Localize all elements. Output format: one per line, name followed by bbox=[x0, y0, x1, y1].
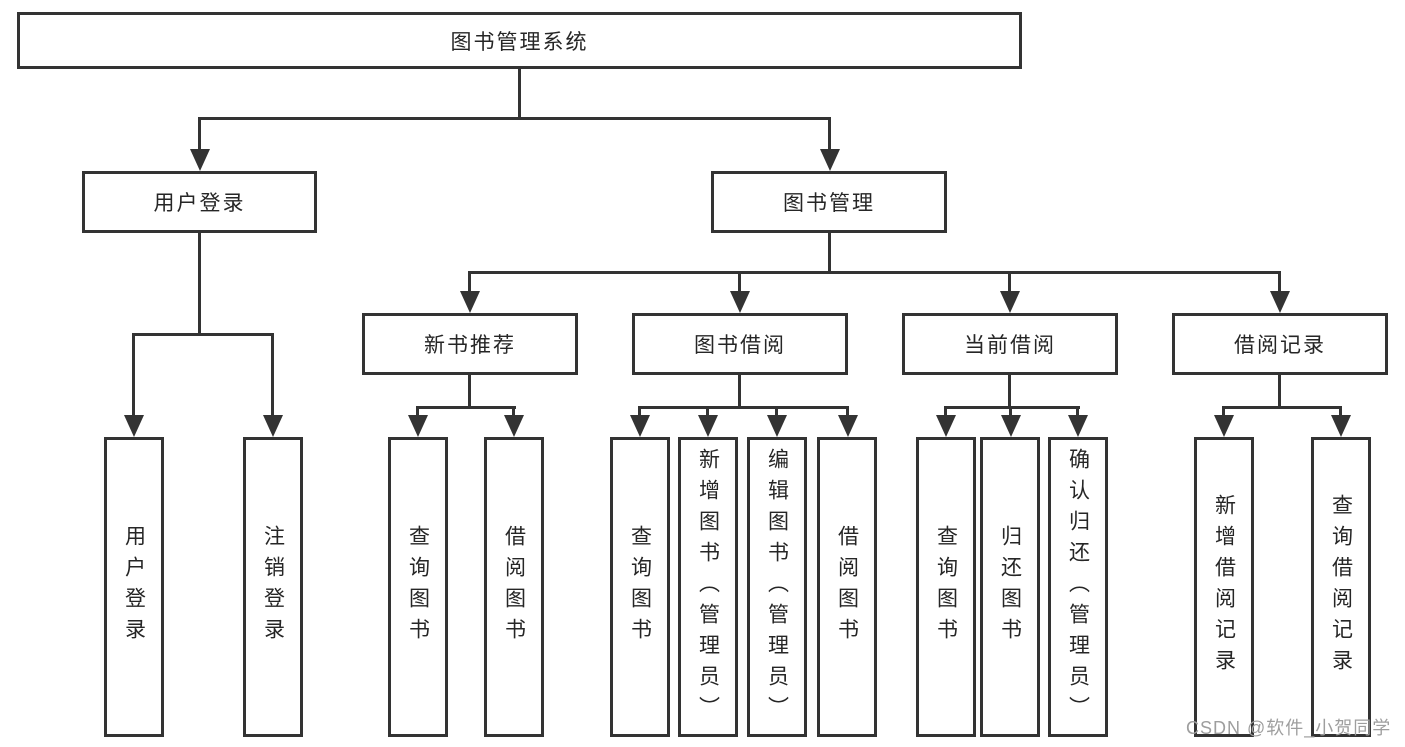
leaf-add-book-admin-label: 新增图书（管理员） bbox=[696, 447, 720, 727]
connector-vline bbox=[828, 117, 831, 151]
arrowhead-icon bbox=[1331, 415, 1351, 437]
leaf-query-books-recommend: 查询图书 bbox=[388, 437, 448, 737]
node-current-borrowing-label: 当前借阅 bbox=[964, 334, 1056, 357]
connector-hline bbox=[468, 271, 1281, 274]
leaf-add-book-admin: 新增图书（管理员） bbox=[678, 437, 738, 737]
connector-hline bbox=[198, 117, 831, 120]
leaf-logout: 注销登录 bbox=[243, 437, 303, 737]
connector-hline bbox=[944, 406, 1080, 409]
node-borrowing-records: 借阅记录 bbox=[1172, 313, 1388, 375]
leaf-user-login-label: 用户登录 bbox=[122, 525, 146, 649]
leaf-edit-book-admin-label: 编辑图书（管理员） bbox=[765, 447, 789, 727]
node-book-borrowing-label: 图书借阅 bbox=[694, 334, 786, 357]
connector-vline bbox=[1008, 271, 1011, 293]
leaf-confirm-return-admin: 确认归还（管理员） bbox=[1048, 437, 1108, 737]
connector-vline bbox=[198, 233, 201, 336]
arrowhead-icon bbox=[1270, 291, 1290, 313]
connector-vline bbox=[1278, 375, 1281, 409]
node-borrowing-records-label: 借阅记录 bbox=[1234, 334, 1326, 357]
connector-vline bbox=[198, 117, 201, 151]
arrowhead-icon bbox=[124, 415, 144, 437]
connector-vline bbox=[638, 406, 641, 417]
connector-vline bbox=[944, 406, 947, 417]
connector-hline bbox=[1222, 406, 1342, 409]
connector-vline bbox=[1076, 406, 1079, 417]
connector-vline bbox=[468, 271, 471, 293]
connector-vline bbox=[1278, 271, 1281, 293]
leaf-return-book-label: 归还图书 bbox=[998, 525, 1022, 649]
connector-vline bbox=[738, 375, 741, 409]
arrowhead-icon bbox=[838, 415, 858, 437]
leaf-query-borrow-record-label: 查询借阅记录 bbox=[1329, 494, 1353, 680]
connector-hline bbox=[416, 406, 516, 409]
arrowhead-icon bbox=[630, 415, 650, 437]
leaf-add-borrow-record: 新增借阅记录 bbox=[1194, 437, 1254, 737]
node-user-login-label: 用户登录 bbox=[153, 192, 246, 215]
connector-vline bbox=[1339, 406, 1342, 417]
connector-hline bbox=[638, 406, 849, 409]
arrowhead-icon bbox=[504, 415, 524, 437]
node-book-borrowing: 图书借阅 bbox=[632, 313, 848, 375]
arrowhead-icon bbox=[1068, 415, 1088, 437]
connector-vline bbox=[468, 375, 471, 409]
leaf-add-borrow-record-label: 新增借阅记录 bbox=[1212, 494, 1236, 680]
connector-vline bbox=[271, 333, 274, 417]
leaf-user-login: 用户登录 bbox=[104, 437, 164, 737]
leaf-query-borrow-record: 查询借阅记录 bbox=[1311, 437, 1371, 737]
connector-hline bbox=[132, 333, 274, 336]
node-new-book-recommend: 新书推荐 bbox=[362, 313, 578, 375]
arrowhead-icon bbox=[408, 415, 428, 437]
connector-vline bbox=[775, 406, 778, 417]
connector-vline bbox=[1222, 406, 1225, 417]
arrowhead-icon bbox=[1001, 415, 1021, 437]
leaf-query-books-current: 查询图书 bbox=[916, 437, 976, 737]
arrowhead-icon bbox=[190, 149, 210, 171]
leaf-borrow-books: 借阅图书 bbox=[817, 437, 877, 737]
leaf-confirm-return-admin-label: 确认归还（管理员） bbox=[1066, 447, 1090, 727]
connector-vline bbox=[846, 406, 849, 417]
leaf-logout-label: 注销登录 bbox=[261, 525, 285, 649]
arrowhead-icon bbox=[820, 149, 840, 171]
csdn-watermark: CSDN @软件_小贺同学 bbox=[1186, 718, 1392, 738]
connector-vline bbox=[1009, 406, 1012, 417]
connector-vline bbox=[1008, 375, 1011, 409]
leaf-query-books-borrowing-label: 查询图书 bbox=[628, 525, 652, 649]
node-book-management-label: 图书管理 bbox=[783, 192, 875, 215]
arrowhead-icon bbox=[460, 291, 480, 313]
connector-vline bbox=[828, 233, 831, 274]
leaf-borrow-books-recommend-label: 借阅图书 bbox=[502, 525, 526, 649]
arrowhead-icon bbox=[1000, 291, 1020, 313]
leaf-query-books-borrowing: 查询图书 bbox=[610, 437, 670, 737]
connector-vline bbox=[706, 406, 709, 417]
arrowhead-icon bbox=[767, 415, 787, 437]
leaf-borrow-books-recommend: 借阅图书 bbox=[484, 437, 544, 737]
connector-vline bbox=[518, 68, 521, 120]
node-user-login: 用户登录 bbox=[82, 171, 317, 233]
node-new-book-recommend-label: 新书推荐 bbox=[424, 334, 516, 357]
leaf-return-book: 归还图书 bbox=[980, 437, 1040, 737]
leaf-query-books-recommend-label: 查询图书 bbox=[406, 525, 430, 649]
leaf-query-books-current-label: 查询图书 bbox=[934, 525, 958, 649]
connector-vline bbox=[512, 406, 515, 417]
connector-vline bbox=[416, 406, 419, 417]
arrowhead-icon bbox=[698, 415, 718, 437]
connector-vline bbox=[132, 333, 135, 417]
arrowhead-icon bbox=[1214, 415, 1234, 437]
arrowhead-icon bbox=[936, 415, 956, 437]
arrowhead-icon bbox=[263, 415, 283, 437]
leaf-borrow-books-label: 借阅图书 bbox=[835, 525, 859, 649]
node-system-root-label: 图书管理系统 bbox=[450, 30, 589, 54]
node-system-root: 图书管理系统 bbox=[17, 12, 1022, 69]
node-current-borrowing: 当前借阅 bbox=[902, 313, 1118, 375]
connector-vline bbox=[738, 271, 741, 293]
node-book-management: 图书管理 bbox=[711, 171, 947, 233]
arrowhead-icon bbox=[730, 291, 750, 313]
leaf-edit-book-admin: 编辑图书（管理员） bbox=[747, 437, 807, 737]
